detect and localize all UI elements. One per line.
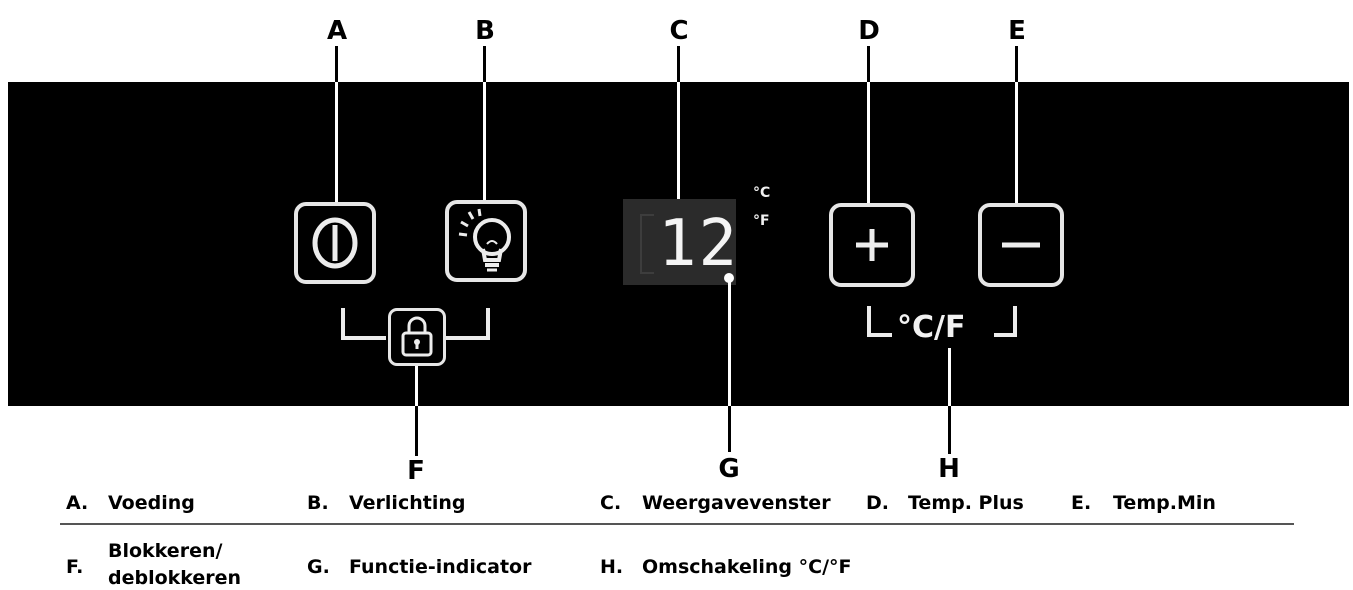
unit-switch-bracket bbox=[867, 306, 1017, 337]
legend-label: Weergavevenster bbox=[642, 492, 831, 514]
unit-switch-label[interactable]: °C/F bbox=[897, 310, 966, 345]
leader-line-f-panel bbox=[415, 366, 418, 406]
callout-a: A bbox=[326, 16, 348, 46]
callout-g: G bbox=[718, 454, 740, 484]
temp-plus-button[interactable] bbox=[829, 203, 915, 287]
unit-f-indicator: °F bbox=[753, 213, 770, 229]
power-icon bbox=[312, 217, 358, 269]
padlock-icon bbox=[401, 316, 433, 357]
minus-icon bbox=[1002, 242, 1040, 248]
temp-minus-button[interactable] bbox=[978, 203, 1064, 287]
legend-letter: D. bbox=[866, 492, 889, 514]
lock-bracket bbox=[341, 308, 490, 340]
callout-d: D bbox=[858, 16, 880, 46]
lock-button[interactable] bbox=[388, 308, 446, 366]
leader-line-e bbox=[1015, 46, 1018, 82]
legend-letter: A. bbox=[66, 492, 89, 514]
function-indicator-dot bbox=[724, 273, 734, 283]
leader-line-h bbox=[948, 406, 951, 454]
callout-f: F bbox=[407, 456, 425, 486]
legend-letter: F. bbox=[66, 556, 84, 578]
unit-c-indicator: °C bbox=[753, 185, 771, 201]
legend-letter: C. bbox=[600, 492, 622, 514]
leader-line-g-panel bbox=[728, 280, 731, 406]
light-button[interactable] bbox=[445, 200, 527, 282]
leader-line-b bbox=[483, 46, 486, 82]
leader-line-a bbox=[335, 46, 338, 82]
leader-line-e-panel bbox=[1015, 82, 1018, 203]
leader-line-g bbox=[728, 406, 731, 452]
callout-e: E bbox=[1008, 16, 1026, 46]
inactive-digit-segments bbox=[640, 214, 654, 274]
legend-label: Verlichting bbox=[349, 492, 466, 514]
legend-label-line2: deblokkeren bbox=[108, 567, 242, 589]
leader-line-d-panel bbox=[867, 82, 870, 203]
legend-letter: E. bbox=[1071, 492, 1092, 514]
leader-line-f bbox=[415, 406, 418, 456]
light-bulb-icon bbox=[458, 208, 511, 272]
legend-label-line1: Blokkeren/ bbox=[108, 540, 223, 562]
legend-label: Voeding bbox=[108, 492, 195, 514]
legend-divider bbox=[60, 523, 1294, 525]
legend-label: Omschakeling °C/°F bbox=[642, 556, 852, 578]
callout-c: C bbox=[669, 16, 689, 46]
callout-h: H bbox=[938, 454, 960, 484]
callout-b: B bbox=[475, 16, 495, 46]
legend-letter: H. bbox=[600, 556, 624, 578]
leader-line-b-panel bbox=[483, 82, 486, 200]
legend-label: Temp. Plus bbox=[908, 492, 1024, 514]
leader-line-h-panel bbox=[948, 348, 951, 406]
power-button[interactable] bbox=[294, 202, 376, 284]
leader-line-c-panel bbox=[677, 82, 680, 200]
leader-line-c bbox=[677, 46, 680, 82]
legend-letter: B. bbox=[307, 492, 329, 514]
legend-label: Functie-indicator bbox=[349, 556, 532, 578]
leader-line-a-panel bbox=[335, 82, 338, 202]
leader-line-d bbox=[867, 46, 870, 82]
plus-icon bbox=[856, 229, 888, 261]
legend-letter: G. bbox=[307, 556, 330, 578]
temperature-readout: 12 bbox=[658, 207, 740, 281]
legend-label: Temp.Min bbox=[1113, 492, 1216, 514]
